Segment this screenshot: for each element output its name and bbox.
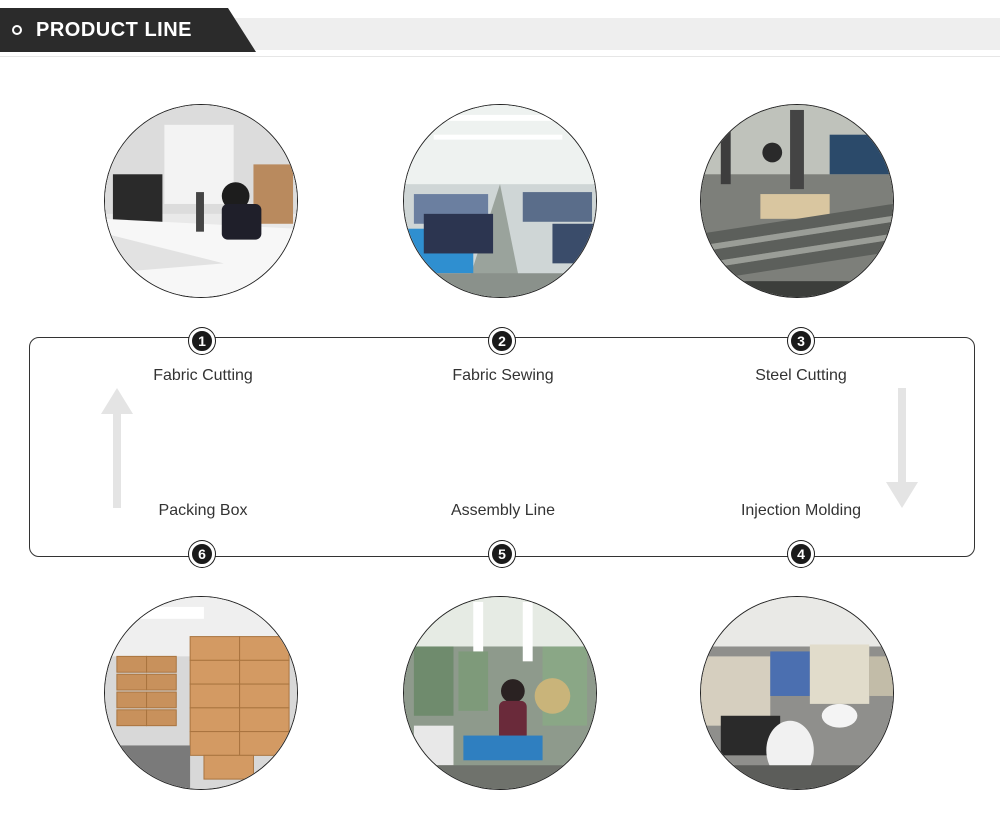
step-badge-1: 1 bbox=[189, 328, 215, 354]
step-label-injection-molding: Injection Molding bbox=[740, 502, 862, 519]
photo-injection-molding bbox=[700, 596, 894, 790]
page-title: PRODUCT LINE bbox=[36, 19, 192, 41]
photo-fabric-sewing bbox=[403, 104, 597, 298]
step-label-fabric-sewing: Fabric Sewing bbox=[452, 367, 554, 384]
step-label-fabric-cutting: Fabric Cutting bbox=[153, 367, 253, 384]
section-header: PRODUCT LINE bbox=[0, 8, 1000, 52]
header-divider bbox=[0, 56, 1000, 57]
photo-steel-cutting bbox=[700, 104, 894, 298]
step-badge-3: 3 bbox=[788, 328, 814, 354]
photo-packing-box bbox=[104, 596, 298, 790]
header-tab bbox=[0, 8, 256, 52]
step-badge-6: 6 bbox=[189, 541, 215, 567]
header-bar bbox=[230, 18, 1000, 50]
ring-icon bbox=[12, 25, 22, 35]
step-label-packing-box: Packing Box bbox=[158, 502, 248, 519]
arrow-up-icon bbox=[101, 388, 133, 508]
arrow-down-icon bbox=[886, 388, 918, 508]
step-badge-5: 5 bbox=[489, 541, 515, 567]
step-badge-2: 2 bbox=[489, 328, 515, 354]
step-label-assembly-line: Assembly Line bbox=[450, 502, 556, 519]
step-label-steel-cutting: Steel Cutting bbox=[755, 367, 847, 384]
photo-assembly-line bbox=[403, 596, 597, 790]
photo-fabric-cutting bbox=[104, 104, 298, 298]
step-badge-4: 4 bbox=[788, 541, 814, 567]
